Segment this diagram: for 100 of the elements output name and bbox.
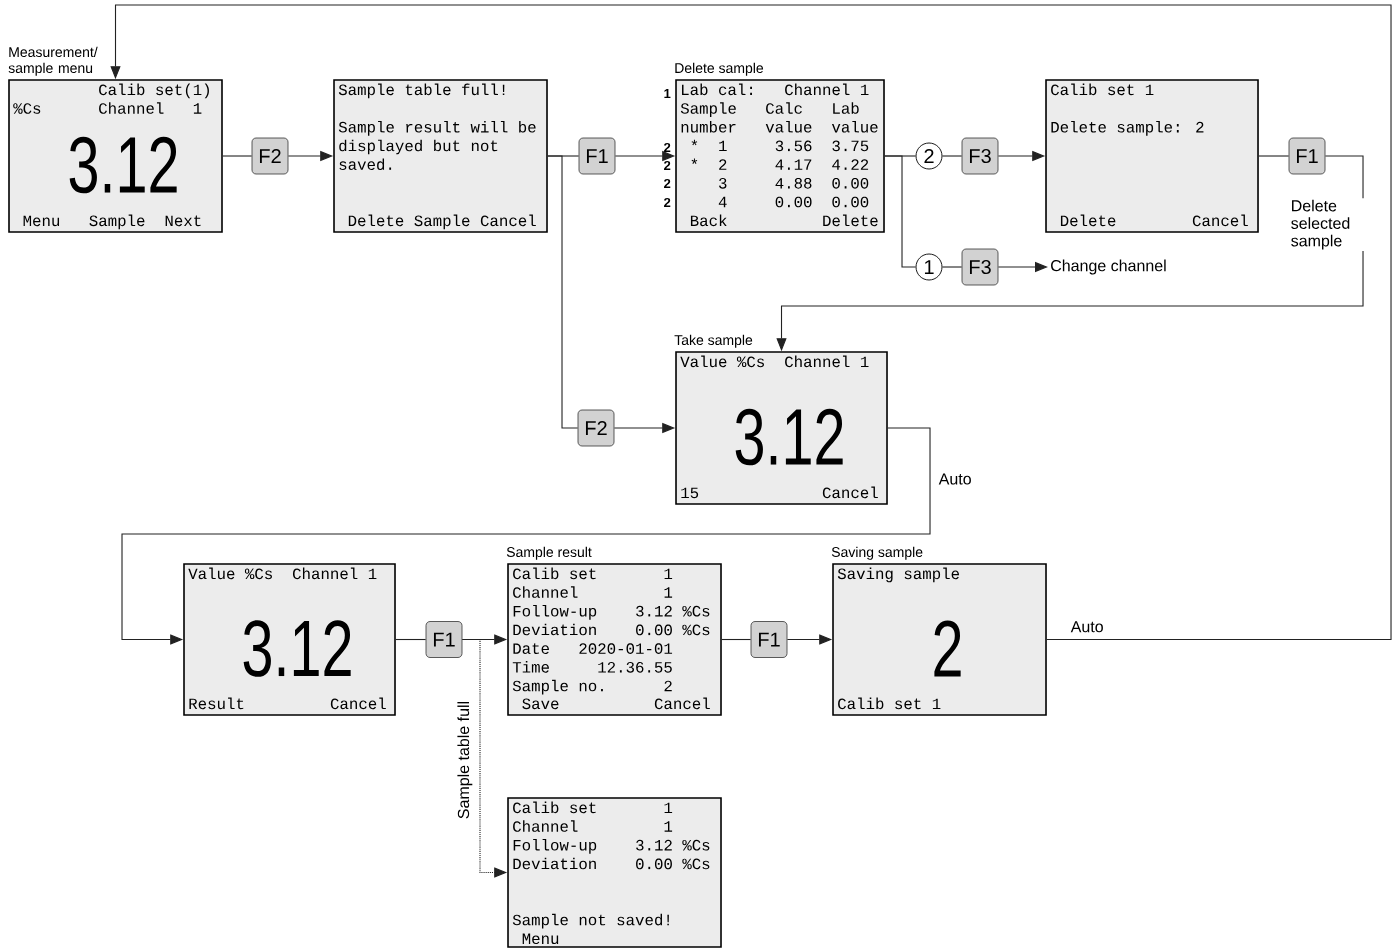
screen-text: Menu	[23, 215, 60, 227]
key-button: F1	[578, 137, 616, 175]
screen-text: 1	[664, 802, 673, 813]
flow-line	[941, 266, 963, 268]
screen-text: Sample	[89, 214, 145, 230]
screen-text: Cancel	[822, 486, 878, 499]
flow-line	[1258, 155, 1290, 157]
screen-text: Time	[512, 661, 549, 673]
screen-text: Sample table full!	[338, 83, 505, 99]
key-button: F1	[750, 621, 788, 658]
screen-text: 2020-01-01	[579, 643, 673, 654]
screen-text: 4.88	[775, 177, 812, 189]
screen-text: Lab cal:	[682, 83, 752, 96]
screen-text: 1	[664, 821, 673, 832]
screen-title: Measurement/ sample menu	[8, 46, 98, 76]
screen-text: Value %Cs	[188, 567, 272, 580]
screen-text: Delete sample: 2	[1051, 121, 1204, 136]
screen-text: Result	[189, 697, 244, 710]
edge-label: Auto	[937, 471, 974, 487]
key-button: F1	[425, 621, 463, 658]
screen-text: Delete	[348, 214, 404, 227]
edge-label: Sample table full	[455, 699, 474, 821]
screen-title: Sample result	[506, 546, 592, 560]
screen-text: Menu	[522, 933, 559, 945]
screen-text: Sample result will be displayed but not saved.	[338, 121, 536, 170]
screen-text: %Cs	[13, 103, 41, 114]
edge-label: Auto	[1069, 619, 1106, 634]
screen-text: Save	[522, 698, 559, 710]
screen-text: Cancel	[330, 697, 386, 710]
screen-text: Calib set	[513, 567, 596, 580]
screen-text: 0.00	[636, 624, 672, 636]
flow-line	[222, 155, 253, 157]
key-button: F2	[251, 137, 289, 175]
screen-text: 4.17	[775, 159, 812, 170]
flow-line	[721, 638, 752, 641]
screen-text: Lab value	[831, 102, 878, 133]
screen-text: Value %Cs	[680, 355, 764, 368]
screen-text: Channel 1	[785, 83, 869, 96]
row-number: 1	[664, 89, 671, 98]
screen-text: Sample not saved!	[512, 913, 669, 929]
flow-line	[547, 155, 579, 429]
screen-text: Cancel	[654, 697, 710, 710]
screen-text: Channel	[513, 820, 578, 832]
screen-text: 1	[719, 140, 727, 152]
screen-text: Calib set(1)	[99, 83, 209, 99]
screen-text: 3.75	[832, 140, 869, 152]
target-text: Change channel	[1051, 259, 1166, 275]
edge-label: Delete selected sample	[1289, 198, 1365, 252]
screen-text: 4.22	[832, 159, 869, 170]
flow-arrow	[121, 427, 931, 645]
screen-text: Follow-up	[513, 839, 597, 854]
screen-text: 0.00	[832, 177, 869, 189]
screen-text: Channel 1	[292, 567, 377, 580]
screen-text: %Cs	[682, 858, 710, 870]
screen-text: 4	[718, 196, 727, 208]
screen-text: Calib set 1	[838, 697, 941, 710]
row-number: 2	[664, 160, 671, 170]
screen-text: 3.12	[636, 605, 672, 617]
screen-text: Sample no.	[512, 679, 603, 695]
screen-text: Saving sample	[837, 567, 959, 583]
screen-title: Take sample	[674, 334, 753, 348]
screen-text: 12.36.55	[598, 661, 672, 673]
screen-text: 1	[193, 103, 202, 114]
screen-text: Cancel	[1192, 214, 1248, 227]
screen-text: Calib set	[513, 801, 596, 814]
screen-text: *	[691, 158, 698, 164]
key-button: F1	[1288, 137, 1326, 175]
flow-line	[941, 155, 963, 157]
row-number: 2	[664, 197, 671, 207]
screen-text: Sample number	[680, 102, 736, 133]
screen-text: Sample	[414, 214, 470, 230]
screen-text: 3	[719, 177, 727, 189]
screen-text: *	[691, 139, 698, 146]
display-value: 3.12	[243, 620, 351, 677]
display-value: 3.12	[69, 136, 177, 194]
screen-text: Channel	[99, 102, 164, 114]
key-button: F3	[961, 248, 999, 286]
screen-text: 1	[664, 587, 673, 598]
screen-text: 0.00	[775, 196, 812, 208]
screen-text: %Cs	[682, 605, 710, 617]
screen-text: Delete	[1060, 214, 1116, 227]
screen-text: Deviation	[513, 857, 596, 870]
display-value: 3.12	[735, 408, 843, 466]
screen-text: Deviation	[513, 623, 596, 636]
flow-line	[395, 638, 427, 641]
screen-text: Delete	[823, 214, 878, 227]
screen-title: Delete sample	[675, 62, 764, 76]
key-button: F3	[961, 137, 999, 175]
screen-text: Follow-up	[513, 605, 597, 620]
screen-text: Date	[513, 643, 549, 654]
screen-text: 0.00	[832, 196, 869, 208]
display-value: 2	[934, 620, 961, 677]
screen-text: Calc value	[765, 102, 812, 133]
screen-title: Saving sample	[831, 546, 923, 560]
screen-text: Next	[165, 215, 201, 227]
flow-line	[884, 155, 917, 268]
screen-text: Back	[690, 214, 727, 227]
screen-text: Channel 1	[785, 355, 869, 368]
screen-text: Calib set 1	[1051, 83, 1154, 96]
screen-text: 1	[664, 568, 673, 579]
